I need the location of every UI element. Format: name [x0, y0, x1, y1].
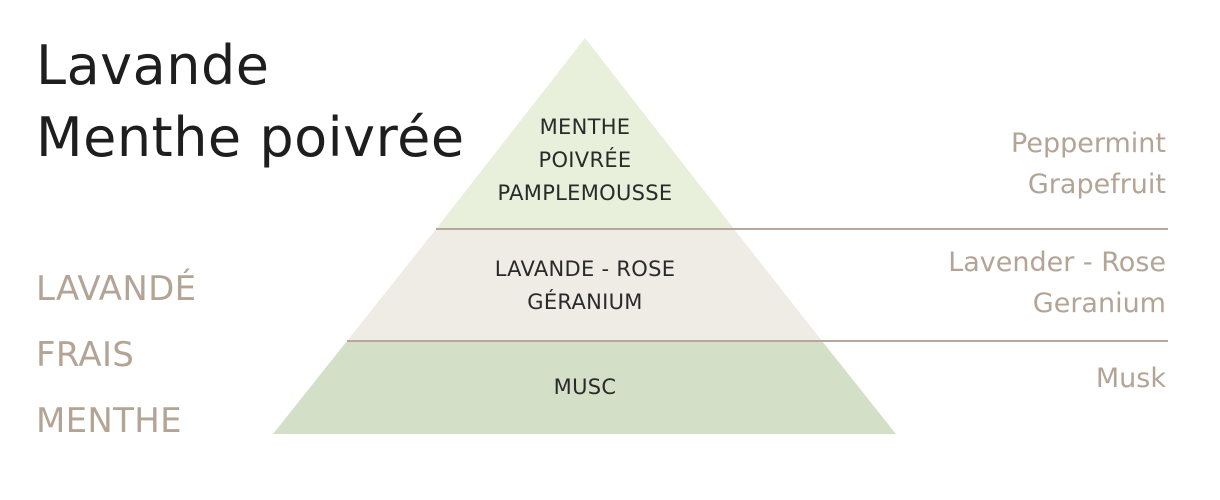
pyramid-middle-tier — [347, 229, 822, 341]
top-note-line-2: POIVRÉE — [538, 148, 632, 172]
title-line-2: Menthe poivrée — [36, 106, 465, 169]
pyramid-base-tier — [273, 341, 896, 434]
heart-note-line-1: LAVANDE - ROSE — [494, 257, 676, 281]
heart-english-line-1: Lavender - Rose — [948, 247, 1166, 278]
heart-note-line-2: GÉRANIUM — [527, 290, 643, 314]
heart-english-line-2: Geranium — [1032, 288, 1166, 319]
base-note-line-1: MUSC — [553, 375, 617, 399]
pyramid-top-tier — [436, 38, 734, 229]
top-notes-label: MENTHE POIVRÉE PAMPLEMOUSSE — [455, 111, 715, 210]
keyword-menthe: MENTHE — [36, 401, 182, 441]
top-english-line-1: Peppermint — [1011, 128, 1166, 159]
base-english-line-1: Musk — [1095, 363, 1166, 394]
heart-notes-english: Lavender - Rose Geranium — [948, 242, 1166, 324]
top-english-line-2: Grapefruit — [1027, 169, 1166, 200]
scent-keywords: LAVANDÉ FRAIS MENTHE — [36, 256, 196, 454]
fragrance-title: Lavande Menthe poivrée — [36, 30, 465, 174]
base-notes-english: Musk — [1096, 358, 1166, 399]
top-note-line-1: MENTHE — [539, 115, 631, 139]
top-notes-english: Peppermint Grapefruit — [1011, 123, 1166, 205]
keyword-frais: FRAIS — [36, 335, 135, 375]
keyword-lavande: LAVANDÉ — [36, 269, 197, 309]
title-line-1: Lavande — [36, 34, 270, 97]
base-notes-label: MUSC — [485, 371, 685, 404]
top-note-line-3: PAMPLEMOUSSE — [497, 181, 673, 205]
heart-notes-label: LAVANDE - ROSE GÉRANIUM — [445, 253, 725, 319]
